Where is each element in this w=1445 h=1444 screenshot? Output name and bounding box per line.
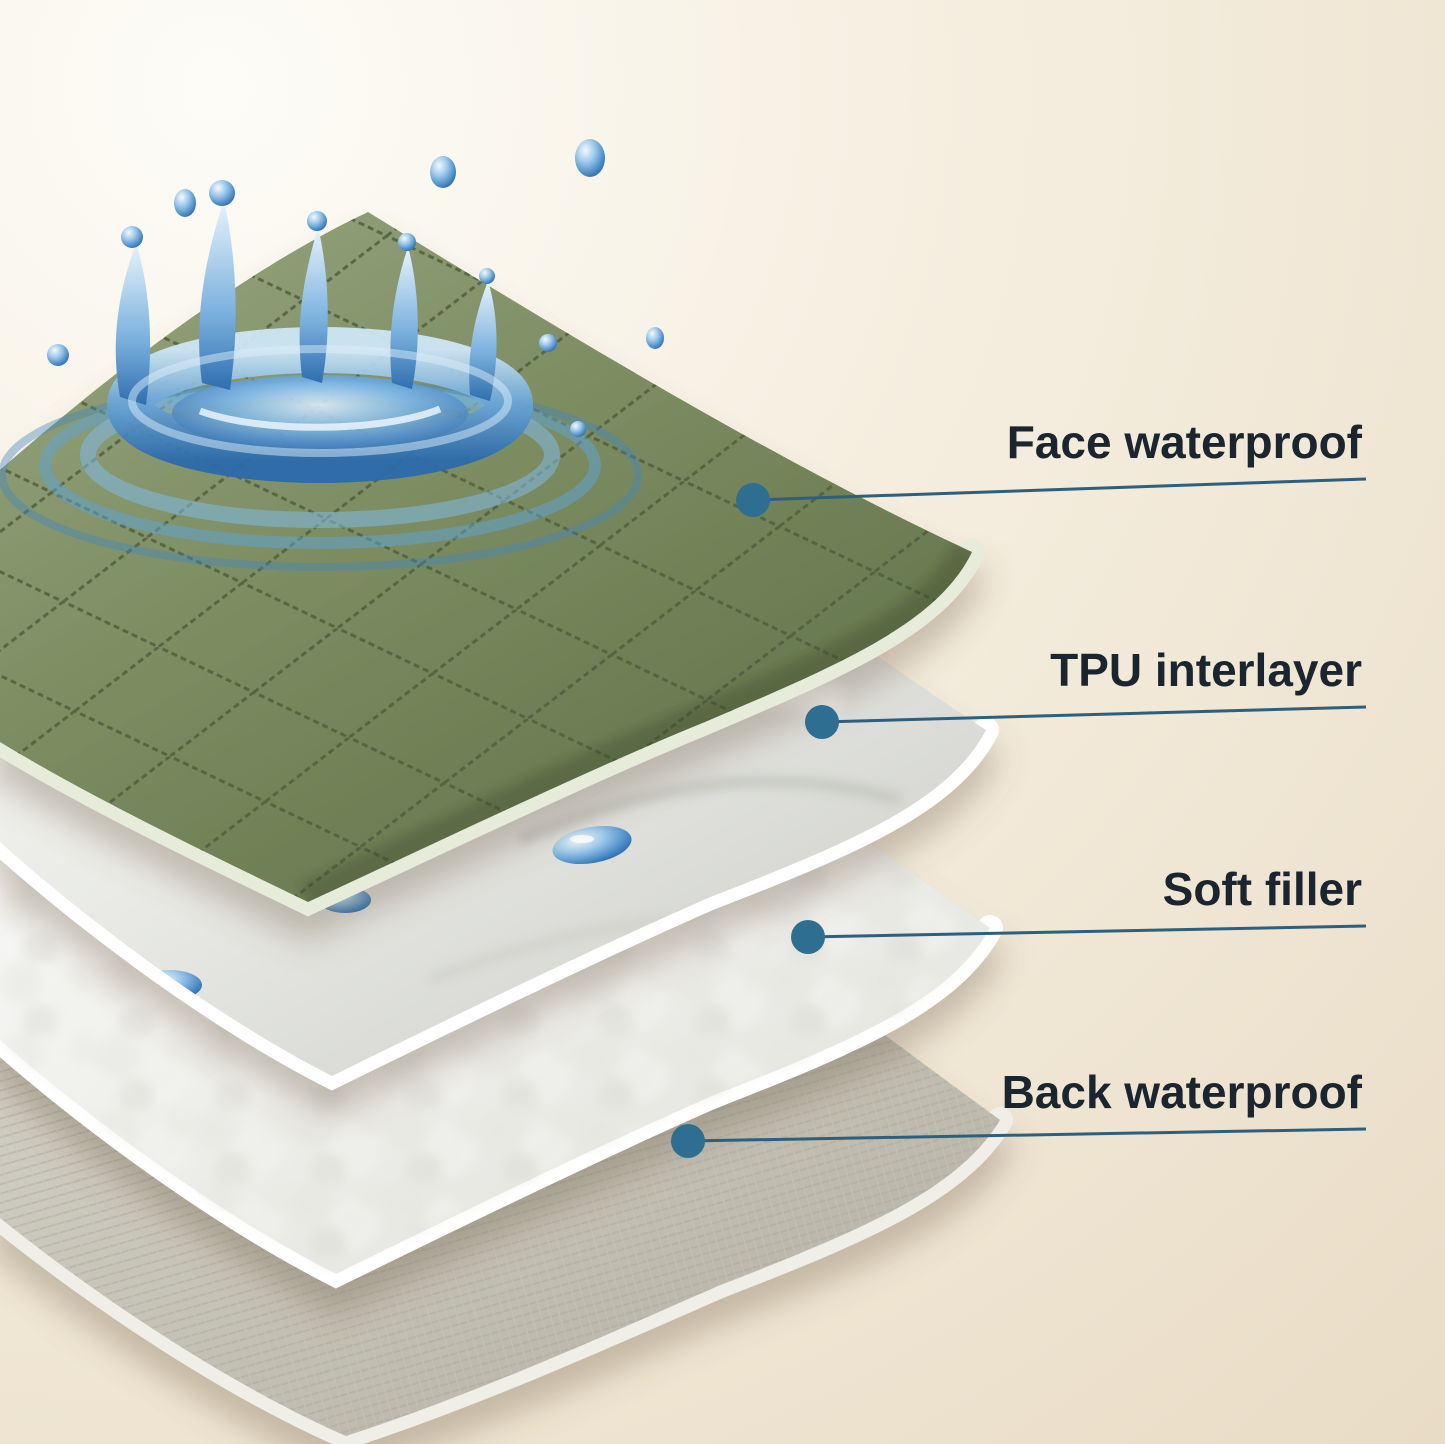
callout-face-waterproof: Face waterproof [736, 416, 1367, 517]
splash-droplet-bead [47, 344, 69, 366]
callout-line-face-waterproof [752, 477, 1367, 502]
splash-droplet-bead [121, 226, 143, 248]
falling-droplet [646, 327, 664, 349]
callouts: Face waterproof TPU interlayer Soft fill… [671, 416, 1367, 1158]
tpu-wrinkle-streak [517, 775, 902, 846]
splash-crown-spike [299, 227, 328, 383]
callout-soft-filler: Soft filler [791, 863, 1367, 954]
splash-droplet-bead [479, 268, 495, 284]
falling-droplets [174, 139, 664, 349]
callout-label-tpu-interlayer: TPU interlayer [1050, 644, 1362, 696]
splash-droplet-bead [307, 211, 327, 231]
splash-crown-spike [199, 200, 236, 390]
callout-line-tpu-interlayer [821, 705, 1367, 724]
falling-droplet [174, 189, 196, 217]
water-splash [0, 180, 642, 571]
splash-pool-highlight [198, 405, 442, 431]
falling-droplet [430, 156, 456, 188]
splash-droplet-bead [209, 180, 235, 206]
splash-droplet-bead [398, 233, 416, 251]
callout-dot-tpu-interlayer [805, 705, 839, 739]
callout-label-back-waterproof: Back waterproof [1002, 1066, 1363, 1118]
callout-tpu-interlayer: TPU interlayer [805, 644, 1367, 739]
callout-dot-face-waterproof [736, 483, 770, 517]
callout-line-soft-filler [807, 924, 1367, 939]
splash-ring-highlight [128, 345, 512, 457]
falling-droplet [575, 139, 605, 177]
water-droplet-on-tpu [552, 825, 632, 865]
callout-dot-back-waterproof [671, 1124, 705, 1158]
splash-pool [172, 375, 468, 451]
callout-dot-soft-filler [791, 920, 825, 954]
splash-droplet-bead [539, 334, 557, 352]
splash-droplet-bead [570, 421, 586, 437]
callout-line-back-waterproof [687, 1127, 1367, 1143]
callout-back-waterproof: Back waterproof [671, 1066, 1367, 1158]
callout-label-face-waterproof: Face waterproof [1007, 416, 1363, 468]
splash-crown-spike [115, 243, 151, 405]
callout-label-soft-filler: Soft filler [1163, 863, 1362, 915]
droplet-highlight [570, 835, 594, 843]
